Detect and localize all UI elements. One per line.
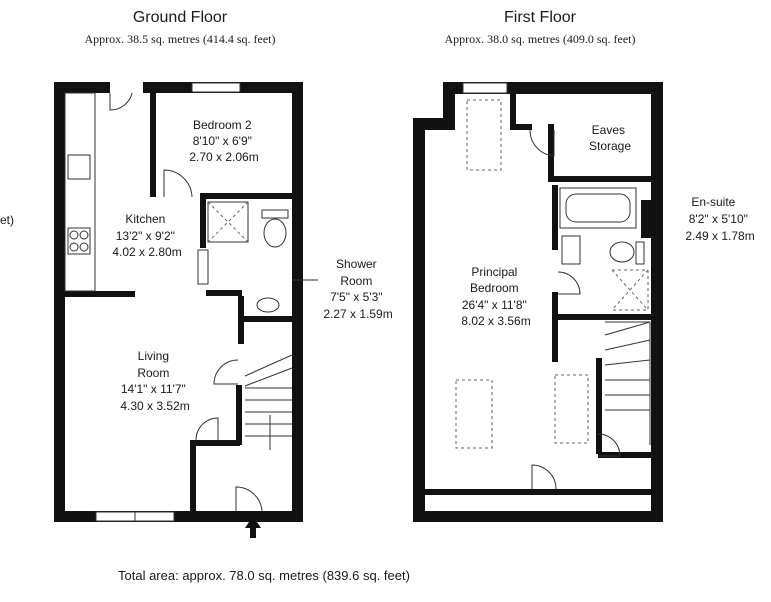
eaves-name-2: Storage: [589, 139, 631, 153]
gf-entrance-arrow: [245, 516, 261, 538]
ff-toilet: [609, 241, 635, 263]
ff-rooflight-2: [455, 379, 493, 449]
ff-wall-ensuite-bottom: [552, 314, 651, 320]
ff-wall-ensuite-left: [552, 185, 558, 250]
gf-wall-stair-top: [242, 316, 298, 322]
first-floor-area: Approx. 38.0 sq. metres (409.0 sq. feet): [444, 32, 636, 46]
svg-text:Shower Room 7'5" x: Shower Room 7'5" x 5'3" 2.27 x 1.59m: [323, 257, 392, 321]
principal-name-1: Principal: [471, 265, 517, 279]
principal-metric: 8.02 x 3.56m: [461, 314, 530, 328]
gf-door-kitchen-top: [109, 92, 133, 111]
ensuite-metric: 2.49 x 1.78m: [685, 229, 754, 243]
gf-window-bed2: [191, 82, 241, 93]
gf-sink: [67, 154, 91, 180]
gf-wall-right-upper: [292, 82, 303, 212]
ff-door-bedroom: [531, 464, 557, 490]
svg-text:En-suite 8'2" x 5'10": En-suite 8'2" x 5'10" 2.49 x 1.78m: [685, 195, 754, 243]
ff-rooflight-3: [554, 374, 589, 444]
shower-metric: 2.27 x 1.59m: [323, 307, 392, 321]
gf-wall-kitchen-bottom: [65, 291, 135, 297]
living-name-2: Room: [137, 366, 169, 380]
ff-wall-right: [651, 82, 663, 522]
svg-text:Living Room 14'1": Living Room 14'1" x 11'7" 4.30 x 3.52m: [120, 349, 189, 413]
living-imperial: 14'1" x 11'7": [121, 382, 186, 396]
ff-wall-left: [413, 118, 425, 522]
gf-hob: [67, 227, 91, 255]
gf-toilet: [263, 218, 287, 248]
gf-wall-shower-left: [200, 193, 206, 248]
svg-text:Kitchen 13'2" x 9'2": Kitchen 13'2" x 9'2" 4.02 x 2.80m: [112, 212, 181, 259]
gf-wall-hall-top: [190, 440, 240, 446]
ff-wall-bottom: [413, 511, 663, 522]
gf-wall-bottom: [54, 511, 302, 522]
ff-wall-eaves-bottom-b: [548, 124, 554, 178]
bedroom2-name: Bedroom 2: [193, 118, 252, 132]
gf-wall-stair-left: [238, 296, 244, 344]
ff-wall-inner-bottom: [425, 489, 651, 495]
ff-bath: [559, 187, 637, 229]
gf-wall-bed2-left: [150, 82, 156, 197]
ff-wall-landing-bottom: [598, 452, 651, 458]
ff-window: [462, 82, 508, 94]
total-area: Total area: approx. 78.0 sq. metres (839…: [118, 568, 410, 583]
ff-wall-eaves-left: [510, 94, 516, 128]
gf-wall-shower-bottom: [206, 290, 242, 296]
ground-floor-title: Ground Floor: [132, 9, 228, 26]
kitchen-metric: 4.02 x 2.80m: [112, 245, 181, 259]
ff-door-landing: [597, 433, 621, 457]
gf-door-hall: [195, 417, 219, 441]
living-name-1: Living: [138, 349, 169, 363]
gf-shower-tray: [207, 201, 249, 243]
edge-text-fragment: et): [0, 213, 14, 227]
gf-kitchen-counter: [64, 92, 96, 292]
svg-text:Eaves Storage: Eaves Storage: [589, 123, 631, 153]
gf-wall-top-a: [54, 82, 110, 93]
bedroom2-imperial: 8'10" x 6'9": [193, 134, 252, 148]
gf-wall-right-lower: [292, 212, 303, 522]
ff-rooflight-1: [466, 99, 502, 171]
gf-toilet-cistern: [261, 209, 289, 219]
principal-imperial: 26'4" x 11'8": [462, 298, 527, 312]
ground-floor-plan: Bedroom 2 8'10" x 6'9" 2.70 x 2.06m Kitc…: [0, 82, 393, 538]
ff-wall-landing-left: [596, 358, 602, 454]
first-floor-title: First Floor: [504, 9, 576, 26]
ff-door-ensuite: [557, 271, 581, 295]
svg-text:Principal Bedroom: Principal Bedroom 26'4" x 11'8" 8.02 x 3…: [461, 265, 530, 328]
ff-wall-stair-top: [552, 320, 558, 362]
bedroom2-metric: 2.70 x 2.06m: [189, 150, 258, 164]
shower-name-2: Room: [340, 274, 372, 288]
ff-wall-left-top: [413, 118, 443, 130]
ff-basin: [561, 235, 581, 265]
principal-name-2: Bedroom: [470, 281, 519, 295]
gf-stairs: [244, 354, 293, 450]
ensuite-name: En-suite: [691, 195, 735, 209]
ff-shower: [612, 269, 649, 311]
svg-text:Bedroom 2 8'10" x 6'9": Bedroom 2 8'10" x 6'9" 2.70 x 2.06m: [189, 118, 258, 164]
gf-wall-hall-left: [190, 442, 196, 517]
gf-wall-left: [54, 82, 65, 522]
gf-basin: [256, 297, 280, 313]
ff-wall-ensuite-left-b: [552, 292, 558, 320]
ff-ensuite-marker: [641, 200, 653, 238]
ff-door-eaves: [529, 129, 555, 157]
ground-floor-area: Approx. 38.5 sq. metres (414.4 sq. feet): [84, 32, 276, 46]
ff-stairs: [604, 321, 651, 445]
shower-name-1: Shower: [336, 257, 377, 271]
living-metric: 4.30 x 3.52m: [120, 399, 189, 413]
ff-wall-eaves-floor: [548, 176, 651, 182]
shower-imperial: 7'5" x 5'3": [330, 290, 382, 304]
gf-wall-stair-mid: [236, 385, 242, 445]
gf-door-bed2: [163, 169, 193, 198]
gf-door-living: [213, 359, 239, 385]
eaves-name-1: Eaves: [592, 123, 625, 137]
gf-door-front: [235, 486, 263, 512]
ff-wall-eaves-bottom-a: [510, 124, 532, 130]
first-floor-plan: Eaves Storage Principal Bedroom 26'4" x …: [413, 82, 755, 522]
kitchen-name: Kitchen: [125, 212, 165, 226]
kitchen-imperial: 13'2" x 9'2": [116, 229, 175, 243]
gf-wall-bed2-bottom: [200, 193, 292, 199]
ensuite-imperial: 8'2" x 5'10": [689, 212, 748, 226]
